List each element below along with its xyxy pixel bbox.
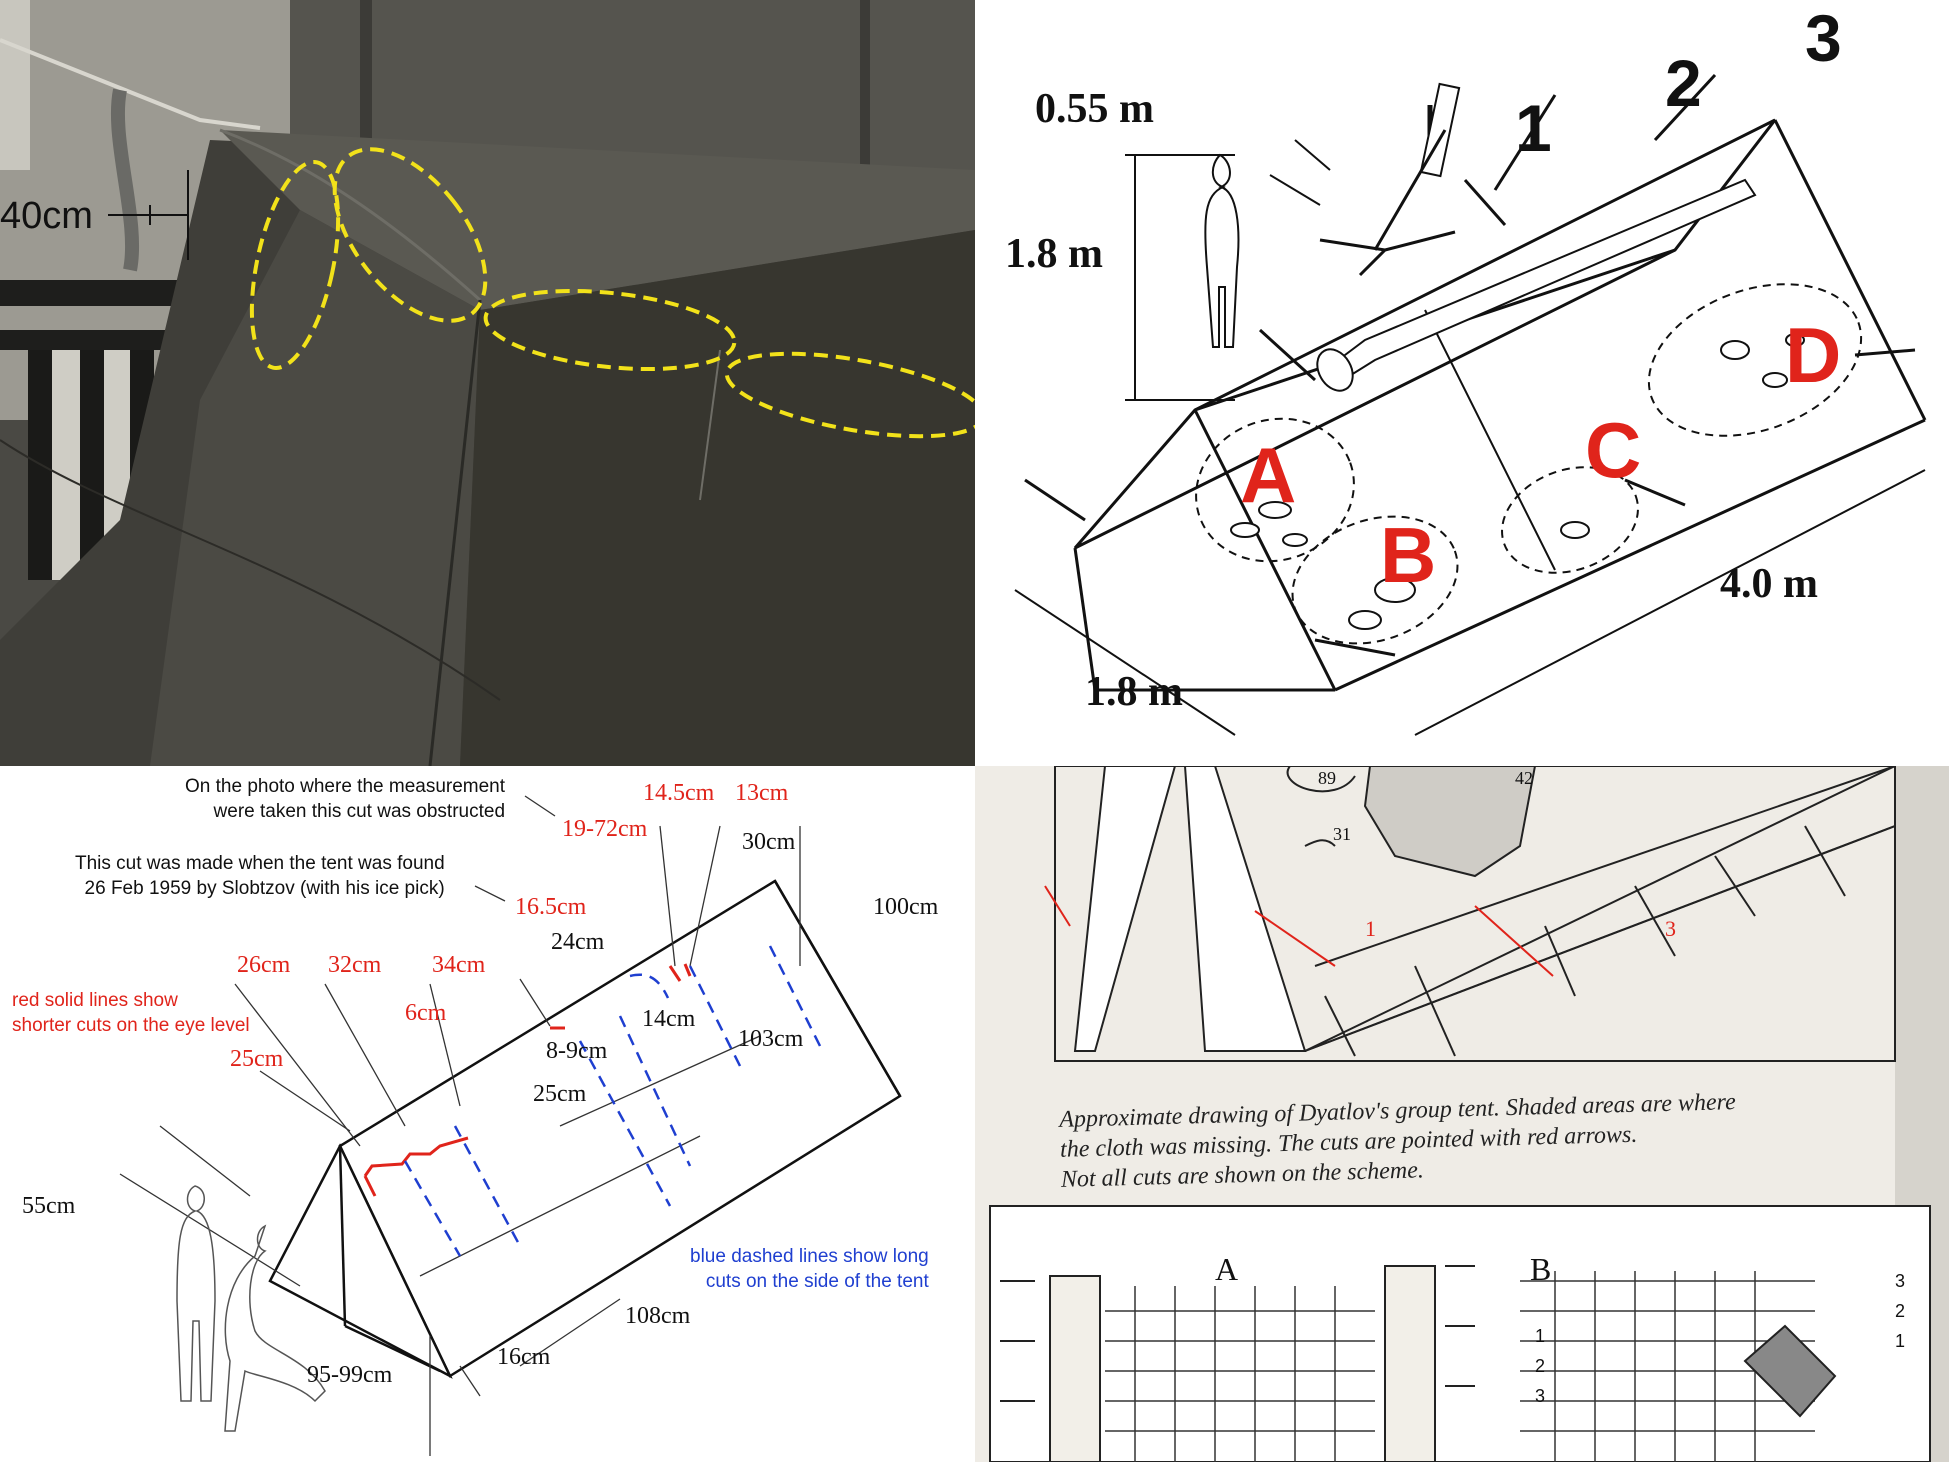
zone-a: A xyxy=(1240,431,1297,519)
label-34cm: 34cm xyxy=(432,952,486,978)
zone-c: C xyxy=(1585,406,1642,494)
inset-b-left-3: 3 xyxy=(1535,1386,1546,1406)
label-19-72cm: 19-72cm xyxy=(562,816,648,842)
label-100cm: 100cm xyxy=(873,894,939,920)
inset-a-label: A xyxy=(1215,1251,1239,1287)
label-55cm: 55cm xyxy=(22,1193,76,1219)
scheme-arrow-3: 3 xyxy=(1665,916,1676,941)
inset-b-right-2: 2 xyxy=(1895,1301,1906,1321)
tent-photo-illustration xyxy=(0,0,975,766)
marker-3: 3 xyxy=(1805,1,1842,75)
tent-plan-illustration xyxy=(1014,73,1927,736)
label-14-5cm: 14.5cm xyxy=(643,780,715,806)
scheme-red-arrows xyxy=(1044,885,1554,977)
note-obstructed: On the photo where the measurement were … xyxy=(185,776,506,822)
zone-b: B xyxy=(1380,511,1437,599)
tent-plan-panel: 0.55 m 1.8 m 1.8 m 4.0 m 1 2 3 A B C D xyxy=(975,0,1949,766)
marker-2: 2 xyxy=(1665,46,1702,120)
measure-label: 40cm xyxy=(0,195,93,237)
marker-1: 1 xyxy=(1515,91,1552,165)
label-8-9cm: 8-9cm xyxy=(546,1038,608,1064)
dim-height: 1.8 m xyxy=(1005,231,1103,277)
label-108cm: 108cm xyxy=(625,1303,691,1329)
dim-ridge: 0.55 m xyxy=(1035,86,1154,132)
cut-diagram-panel: On the photo where the measurement were … xyxy=(0,766,975,1462)
cut-diagram-illustration xyxy=(119,795,902,1456)
label-14cm: 14cm xyxy=(642,1006,696,1032)
label-25cm-red: 25cm xyxy=(230,1046,284,1072)
label-30cm: 30cm xyxy=(742,829,796,855)
scheme-label-31: 31 xyxy=(1333,824,1351,844)
label-26cm: 26cm xyxy=(237,952,291,978)
scheme-illustration xyxy=(975,766,1949,1462)
red-cuts xyxy=(363,963,692,1197)
scheme-label-89: 89 xyxy=(1318,768,1336,788)
dim-length: 4.0 m xyxy=(1720,561,1818,607)
inset-b-label: B xyxy=(1530,1251,1552,1287)
label-13cm: 13cm xyxy=(735,780,789,806)
cut-highlight-ellipses xyxy=(249,147,975,439)
scheme-panel: 89 42 31 1 3 Approximate drawing of Dyat… xyxy=(975,766,1949,1462)
legend-blue: blue dashed lines show long cuts on the … xyxy=(690,1246,929,1292)
note-slobtzov: This cut was made when the tent was foun… xyxy=(75,853,445,899)
scheme-caption: Approximate drawing of Dyatlov's group t… xyxy=(1058,1089,1737,1193)
zone-d: D xyxy=(1785,311,1842,399)
inset-b-left-2: 2 xyxy=(1535,1356,1546,1376)
label-16-5cm: 16.5cm xyxy=(515,894,587,920)
label-16cm: 16cm xyxy=(497,1344,551,1370)
dim-width: 1.8 m xyxy=(1085,669,1183,715)
inset-b-right-3: 3 xyxy=(1895,1271,1906,1291)
razor-blade xyxy=(1743,1324,1837,1418)
label-25cm: 25cm xyxy=(533,1081,587,1107)
label-95-99cm: 95-99cm xyxy=(307,1362,393,1388)
legend-red: red solid lines show shorter cuts on the… xyxy=(12,990,250,1036)
scheme-arrow-1: 1 xyxy=(1365,916,1376,941)
inset-b-left-1: 1 xyxy=(1535,1326,1546,1346)
label-32cm: 32cm xyxy=(328,952,382,978)
label-24cm: 24cm xyxy=(551,929,605,955)
tent-photo-panel: 40cm xyxy=(0,0,975,766)
label-6cm: 6cm xyxy=(405,1000,447,1026)
scheme-label-42: 42 xyxy=(1515,768,1533,788)
label-103cm: 103cm xyxy=(738,1026,804,1052)
inset-b-right-1: 1 xyxy=(1895,1331,1906,1351)
blue-cuts xyxy=(403,945,822,1257)
human-figures xyxy=(176,1185,326,1432)
